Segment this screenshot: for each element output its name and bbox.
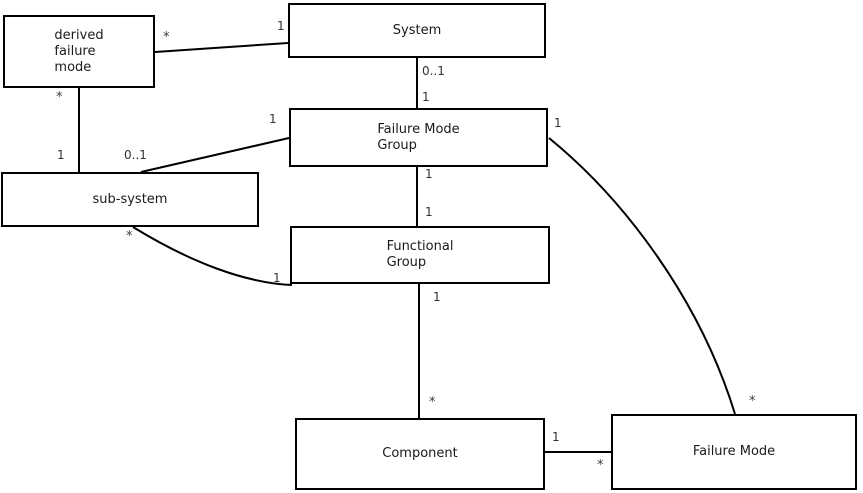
multiplicity-dfm-bottom-star: * [56,90,63,105]
multiplicity-dfm-right-star: * [163,30,170,45]
multiplicity-system-left-one: 1 [277,19,285,33]
uml-class-component[interactable]: Component [295,418,545,490]
multiplicity-component-right-one: 1 [552,430,560,444]
multiplicity-failuremode-left-star: * [597,458,604,473]
uml-class-sub-system[interactable]: sub-system [1,172,259,227]
uml-class-failure-mode[interactable]: Failure Mode [611,414,857,490]
uml-class-system[interactable]: System [288,3,546,58]
uml-class-label-component: Component [382,446,458,461]
multiplicity-fg-top-one: 1 [425,205,433,219]
uml-class-label-sub-system: sub-system [92,191,168,207]
multiplicity-system-bottom-zeroone: 0..1 [422,64,445,78]
uml-class-label-functional-group: Functional Group [386,239,454,270]
multiplicity-fmg-top-one: 1 [422,90,430,104]
multiplicity-fg-bottom-one: 1 [433,290,441,304]
association-line-sub-system-to-failure-mode-group [140,137,290,173]
multiplicity-fmg-right-one: 1 [554,116,562,130]
multiplicity-failuremode-top-star: * [749,394,756,409]
multiplicity-subsystem-diag-zeroone: 0..1 [124,148,147,162]
uml-class-label-failure-mode-group: Failure Mode Group [377,121,460,153]
multiplicity-subsystem-bottom-star: * [126,229,133,244]
association-line-failure-mode-group-to-failure-mode [548,137,736,415]
association-line-sub-system-to-functional-group [132,226,293,286]
uml-class-failure-mode-group[interactable]: Failure Mode Group [289,108,548,167]
multiplicity-fg-left-one: 1 [273,271,281,285]
multiplicity-fmg-left-one: 1 [269,112,277,126]
multiplicity-component-top-star: * [429,395,436,410]
uml-class-label-failure-mode: Failure Mode [692,444,776,459]
multiplicity-subsystem-top-one: 1 [57,148,65,162]
uml-class-label-system: System [392,22,442,38]
uml-class-label-derived-failure-mode: derived failure mode [54,27,104,75]
uml-class-derived-failure-mode[interactable]: derived failure mode [3,15,155,88]
uml-class-functional-group[interactable]: Functional Group [290,226,550,284]
association-line-derived-failure-mode-to-system [154,42,289,53]
multiplicity-fmg-bottom-one: 1 [425,167,433,181]
